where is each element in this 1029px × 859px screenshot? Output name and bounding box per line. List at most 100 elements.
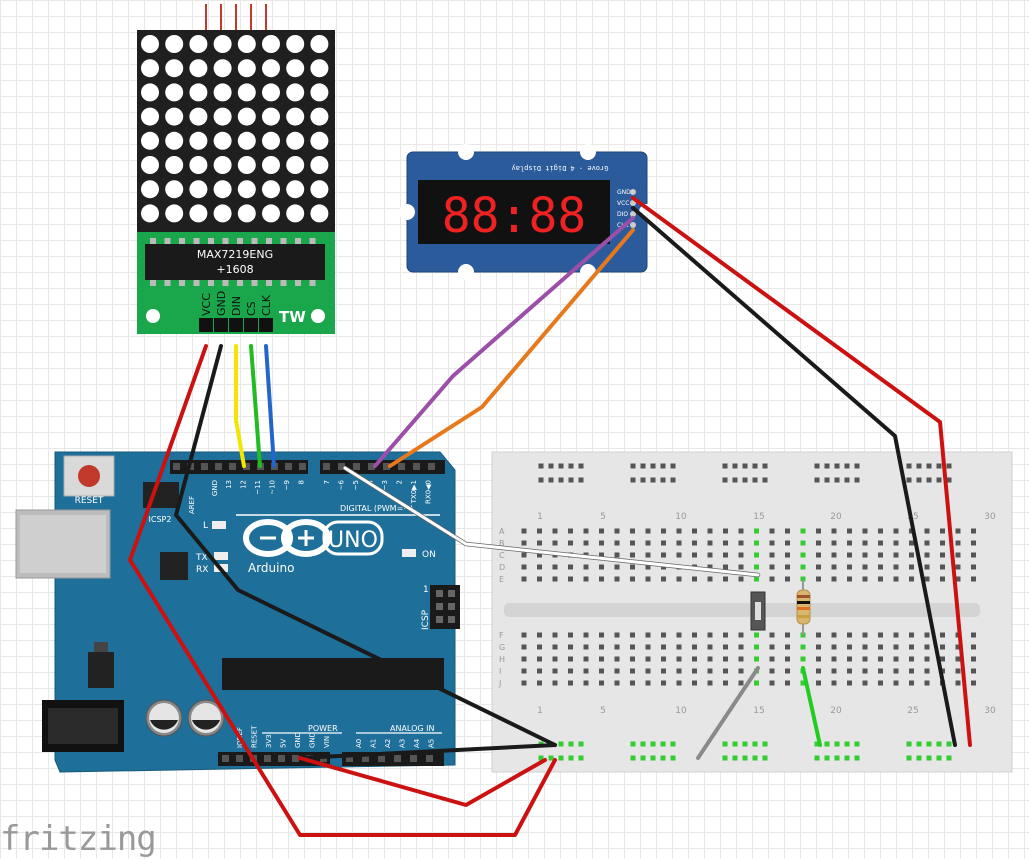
- breadboard-hole[interactable]: [732, 463, 738, 469]
- breadboard-hole[interactable]: [769, 668, 775, 674]
- breadboard-hole[interactable]: [660, 755, 666, 761]
- breadboard-hole[interactable]: [800, 540, 806, 546]
- breadboard-hole[interactable]: [552, 564, 558, 570]
- breadboard-hole[interactable]: [521, 528, 527, 534]
- breadboard-hole[interactable]: [844, 477, 850, 483]
- breadboard-hole[interactable]: [862, 644, 868, 650]
- breadboard-hole[interactable]: [955, 680, 961, 686]
- breadboard-hole[interactable]: [630, 668, 635, 674]
- breadboard-hole[interactable]: [893, 632, 899, 638]
- breadboard-hole[interactable]: [599, 528, 604, 534]
- breadboard-hole[interactable]: [640, 741, 646, 747]
- breadboard-hole[interactable]: [630, 680, 635, 686]
- breadboard-hole[interactable]: [537, 576, 542, 582]
- breadboard-hole[interactable]: [893, 656, 899, 662]
- breadboard-hole[interactable]: [738, 656, 744, 662]
- breadboard-hole[interactable]: [707, 656, 713, 662]
- breadboard-hole[interactable]: [599, 564, 604, 570]
- breadboard-hole[interactable]: [583, 632, 589, 638]
- breadboard-hole[interactable]: [661, 540, 666, 546]
- breadboard-hole[interactable]: [614, 632, 620, 638]
- breadboard-hole[interactable]: [878, 564, 883, 570]
- breadboard-hole[interactable]: [521, 552, 527, 558]
- breadboard-hole[interactable]: [614, 668, 620, 674]
- breadboard-hole[interactable]: [548, 463, 554, 469]
- breadboard-hole[interactable]: [723, 540, 728, 546]
- breadboard-hole[interactable]: [645, 644, 651, 650]
- breadboard-hole[interactable]: [893, 680, 899, 686]
- breadboard-hole[interactable]: [645, 680, 651, 686]
- breadboard-hole[interactable]: [670, 477, 676, 483]
- breadboard-hole[interactable]: [692, 644, 697, 650]
- breadboard-hole[interactable]: [676, 552, 682, 558]
- breadboard-hole[interactable]: [752, 755, 758, 761]
- breadboard-hole[interactable]: [955, 656, 961, 662]
- breadboard-hole[interactable]: [537, 668, 542, 674]
- breadboard-hole[interactable]: [940, 564, 945, 570]
- breadboard-hole[interactable]: [906, 477, 912, 483]
- breadboard-hole[interactable]: [738, 540, 744, 546]
- breadboard-hole[interactable]: [645, 552, 651, 558]
- breadboard-hole[interactable]: [630, 656, 635, 662]
- breadboard-hole[interactable]: [568, 755, 574, 761]
- breadboard-hole[interactable]: [707, 576, 713, 582]
- breadboard-hole[interactable]: [831, 632, 837, 638]
- breadboard-hole[interactable]: [785, 552, 790, 558]
- breadboard-hole[interactable]: [722, 463, 728, 469]
- breadboard-hole[interactable]: [630, 741, 636, 747]
- breadboard-hole[interactable]: [940, 552, 945, 558]
- breadboard-hole[interactable]: [558, 477, 564, 483]
- breadboard-hole[interactable]: [738, 576, 744, 582]
- breadboard-hole[interactable]: [847, 644, 852, 650]
- breadboard-hole[interactable]: [916, 755, 922, 761]
- breadboard-hole[interactable]: [692, 680, 697, 686]
- breadboard-hole[interactable]: [578, 741, 584, 747]
- breadboard-hole[interactable]: [971, 632, 976, 638]
- breadboard-hole[interactable]: [707, 564, 713, 570]
- breadboard-hole[interactable]: [650, 463, 656, 469]
- breadboard-hole[interactable]: [568, 680, 573, 686]
- breadboard-hole[interactable]: [909, 680, 914, 686]
- breadboard-hole[interactable]: [831, 644, 837, 650]
- breadboard-hole[interactable]: [742, 741, 748, 747]
- breadboard-hole[interactable]: [552, 668, 558, 674]
- wire-black-gnd-rail[interactable]: [298, 743, 557, 760]
- breadboard-hole[interactable]: [614, 656, 620, 662]
- breadboard-hole[interactable]: [661, 668, 666, 674]
- breadboard-hole[interactable]: [814, 477, 820, 483]
- breadboard-hole[interactable]: [552, 528, 558, 534]
- breadboard-hole[interactable]: [816, 680, 821, 686]
- breadboard-hole[interactable]: [738, 644, 744, 650]
- breadboard-hole[interactable]: [742, 477, 748, 483]
- breadboard-hole[interactable]: [909, 540, 914, 546]
- breadboard-hole[interactable]: [854, 755, 860, 761]
- breadboard-hole[interactable]: [583, 564, 589, 570]
- breadboard-hole[interactable]: [800, 680, 806, 686]
- wire-white-button[interactable]: [343, 466, 760, 577]
- breadboard-hole[interactable]: [692, 668, 697, 674]
- breadboard-hole[interactable]: [816, 632, 821, 638]
- breadboard-hole[interactable]: [723, 528, 728, 534]
- breadboard-hole[interactable]: [831, 564, 837, 570]
- breadboard-hole[interactable]: [878, 552, 883, 558]
- breadboard-hole[interactable]: [924, 668, 930, 674]
- breadboard-hole[interactable]: [722, 741, 728, 747]
- breadboard-hole[interactable]: [909, 644, 914, 650]
- breadboard-hole[interactable]: [537, 552, 542, 558]
- breadboard-hole[interactable]: [578, 755, 584, 761]
- breadboard-hole[interactable]: [754, 644, 759, 650]
- breadboard-hole[interactable]: [742, 755, 748, 761]
- breadboard-hole[interactable]: [614, 564, 620, 570]
- breadboard-hole[interactable]: [723, 668, 728, 674]
- breadboard-hole[interactable]: [692, 528, 697, 534]
- breadboard-hole[interactable]: [568, 656, 573, 662]
- breadboard-hole[interactable]: [583, 656, 589, 662]
- wire-red-5v-rail[interactable]: [298, 756, 547, 807]
- breadboard-hole[interactable]: [645, 564, 651, 570]
- breadboard-hole[interactable]: [661, 576, 666, 582]
- breadboard-hole[interactable]: [785, 540, 790, 546]
- breadboard-hole[interactable]: [955, 564, 961, 570]
- breadboard-hole[interactable]: [568, 644, 573, 650]
- breadboard-hole[interactable]: [630, 576, 635, 582]
- breadboard-hole[interactable]: [742, 463, 748, 469]
